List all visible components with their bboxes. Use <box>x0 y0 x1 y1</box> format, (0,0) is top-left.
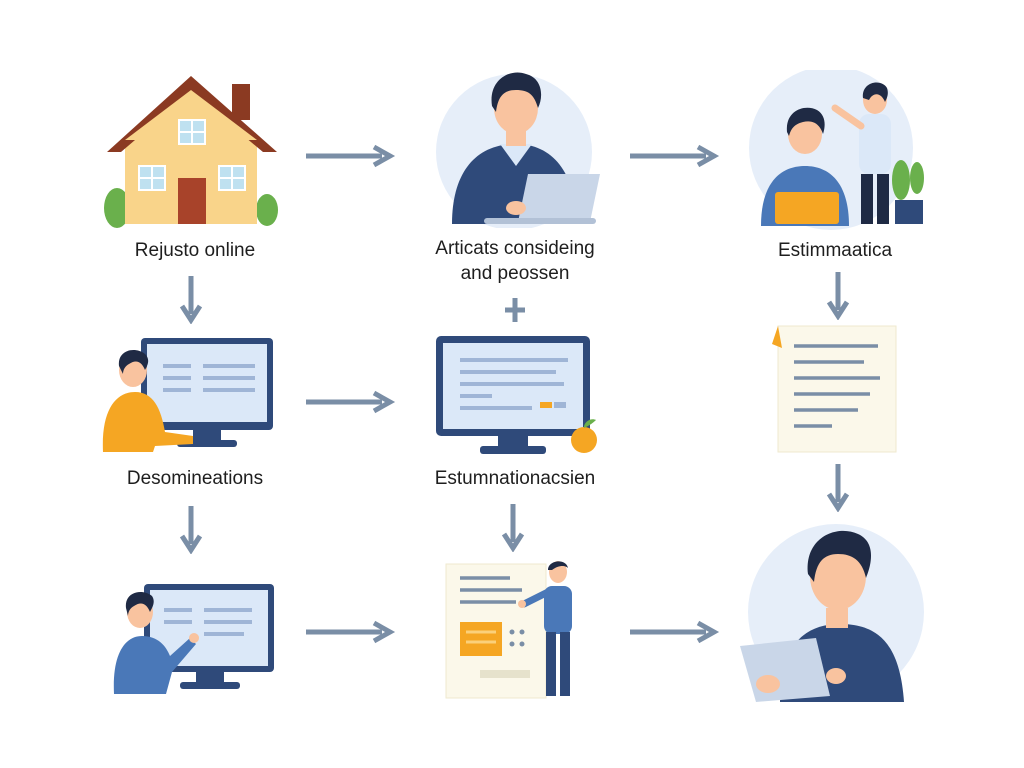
arrow-right <box>630 620 720 644</box>
person-computer-icon <box>102 338 273 452</box>
step-tablet-review <box>740 520 930 710</box>
person-tablet-icon <box>740 524 924 702</box>
meeting-icon <box>749 70 924 230</box>
arrow-right <box>306 390 396 414</box>
step-label: Estumnationacsien <box>434 468 596 489</box>
arrow-right <box>306 144 396 168</box>
arrow-right <box>630 144 720 168</box>
step-estimation: Estimmaatica <box>735 70 935 270</box>
step-label-line-2: and peossen <box>460 263 570 284</box>
arrow-down <box>179 276 203 324</box>
monitor-icon <box>436 336 597 454</box>
step-label: Desomineations <box>126 468 264 489</box>
arrow-down <box>826 464 850 512</box>
worker-computer-icon <box>113 584 274 694</box>
arrow-right <box>306 620 396 644</box>
step-label: Estimmaatica <box>777 240 893 261</box>
presenter-report-icon <box>445 561 572 699</box>
step-agent-considering: Articats consideing and peossen <box>400 68 630 288</box>
agent-laptop-icon <box>436 72 600 228</box>
step-label: Rejusto online <box>134 240 256 261</box>
step-request-online: Rejusto online <box>95 70 295 270</box>
step-presenting-report <box>440 558 590 704</box>
house-icon <box>104 76 278 228</box>
step-designations: Desomineations <box>95 336 295 496</box>
step-document <box>760 322 910 462</box>
step-working-computer <box>100 578 280 698</box>
document-icon <box>772 325 897 453</box>
arrow-down <box>501 504 525 552</box>
arrow-down <box>826 272 850 320</box>
plus-connector-icon <box>505 298 525 322</box>
step-estimation-session: Estumnationacsien <box>400 334 630 494</box>
arrow-down <box>179 506 203 554</box>
step-label-line-1: Articats consideing <box>435 238 595 259</box>
